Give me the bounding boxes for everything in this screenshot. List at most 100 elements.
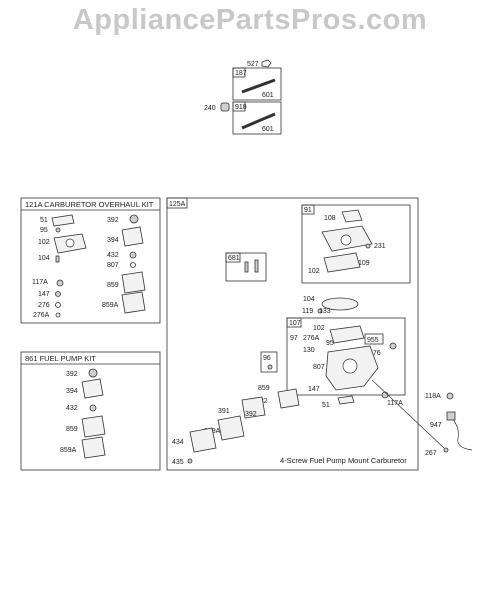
box107-label-276: 276	[369, 350, 381, 357]
kit-861-panel: 861 FUEL PUMP KIT 392 394 432 859 859A	[20, 351, 161, 471]
label-435: 435	[172, 459, 184, 466]
pump-diaphragm-part	[277, 388, 300, 409]
assembly-125a-frame	[166, 197, 419, 471]
body-bore	[340, 234, 352, 246]
label-601-a: 601	[262, 92, 274, 99]
tag-187: 187	[235, 70, 247, 77]
kit-861-title: 861 FUEL PUMP KIT	[25, 354, 96, 363]
outside-parts-group: 118A 947 267	[371, 379, 473, 457]
pump-body-part	[189, 427, 217, 453]
tag-681: 681	[228, 255, 240, 262]
jet-part	[381, 391, 389, 399]
tag-91: 91	[304, 207, 312, 214]
box107-label-95: 95	[326, 340, 334, 347]
screw-part	[244, 261, 249, 273]
kit861-label-394: 394	[66, 388, 78, 395]
kit121a-label-807: 807	[107, 262, 119, 269]
box-96	[260, 351, 278, 373]
seal-part	[55, 312, 61, 318]
tag-96: 96	[263, 355, 271, 362]
filter-part	[129, 214, 139, 224]
kit121a-label-51: 51	[40, 217, 48, 224]
diaphragm-part	[329, 325, 365, 344]
box107-label-276a: 276A	[303, 335, 320, 342]
box-918	[232, 101, 282, 135]
box107-label-102: 102	[313, 325, 325, 332]
top-parts-group: 527 187 601 240 918 601	[204, 59, 282, 135]
watermark: AppliancePartsPros.com	[72, 4, 428, 36]
kit-121a-title: 121A CARBURETOR OVERHAUL KIT	[25, 200, 154, 209]
gasket-part	[337, 395, 355, 405]
box-91	[301, 204, 411, 284]
cup-part	[130, 262, 136, 268]
tag-187-frame	[232, 67, 246, 78]
kit121a-label-117a: 117A	[32, 279, 48, 286]
screw-part	[187, 458, 193, 464]
box107-label-97: 97	[290, 335, 298, 342]
leader-line	[371, 379, 445, 449]
diaphragm-hole	[65, 238, 75, 248]
diaphragm-part	[323, 252, 361, 273]
plug-part	[55, 291, 61, 297]
kit-861-frame	[20, 351, 161, 471]
plug-part	[389, 342, 397, 350]
link-spring-part	[241, 112, 276, 130]
label-267: 267	[425, 450, 437, 457]
box91-label-109: 109	[358, 260, 370, 267]
clip-part	[261, 59, 272, 68]
pump-gasket-part	[121, 291, 146, 314]
pump-gasket-part	[217, 415, 245, 441]
screw-part	[254, 259, 259, 273]
assembly-125a-tag-frame	[166, 197, 188, 209]
washer-part	[317, 308, 323, 314]
jet-part	[56, 279, 64, 287]
label-434: 434	[172, 439, 184, 446]
pin-part	[55, 255, 60, 263]
box-187	[232, 67, 282, 101]
pump-diaphragm-part	[81, 415, 106, 438]
assembly-125a-title: 125A	[169, 201, 186, 208]
kit121a-label-394: 394	[107, 237, 119, 244]
kit121a-label-276a: 276A	[33, 312, 50, 319]
tag-107: 107	[289, 320, 301, 327]
label-51: 51	[322, 402, 330, 409]
tag-91-frame	[301, 204, 315, 215]
box107-label-807: 807	[313, 364, 325, 371]
venturi-bore	[342, 358, 358, 374]
solenoid-wire-part	[451, 417, 473, 451]
label-104: 104	[303, 296, 315, 303]
kit121a-label-859a: 859A	[102, 302, 119, 309]
tag-918: 918	[235, 104, 247, 111]
check-valve-part	[267, 364, 273, 370]
label-119: 119	[302, 308, 313, 315]
box-107	[286, 317, 406, 396]
screw-part	[443, 447, 449, 453]
box91-label-231: 231	[374, 243, 386, 250]
kit121a-label-102: 102	[38, 239, 50, 246]
cover-part	[121, 226, 144, 247]
label-240: 240	[204, 105, 216, 112]
cover-part	[81, 378, 104, 399]
label-947: 947	[430, 422, 442, 429]
kit861-label-859a: 859A	[60, 447, 77, 454]
label-147: 147	[308, 386, 320, 393]
box107-label-955: 955	[367, 337, 379, 344]
label-118a: 118A	[425, 393, 441, 400]
box91-label-108: 108	[324, 215, 336, 222]
kit121a-label-859: 859	[107, 282, 119, 289]
kit121a-label-392: 392	[107, 217, 119, 224]
label-601-b: 601	[262, 126, 274, 133]
label-527: 527	[247, 61, 259, 68]
gasket-part	[51, 214, 75, 227]
tag-918-frame	[232, 101, 246, 112]
kit-121a-frame	[20, 197, 161, 324]
kit121a-label-95: 95	[40, 227, 48, 234]
tag-955-frame	[364, 333, 384, 345]
kit861-label-432: 432	[66, 405, 78, 412]
spring-part	[89, 404, 97, 412]
pump-cover-part	[321, 297, 359, 311]
spring-part	[129, 251, 137, 259]
assembly-125a-panel: 125A 91 108 231 109 102 681 104 119	[166, 197, 419, 471]
